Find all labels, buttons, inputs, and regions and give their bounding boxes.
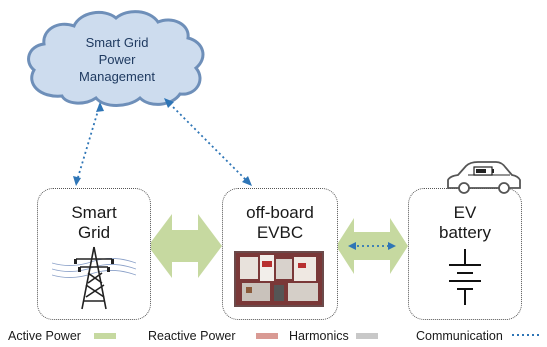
smart-grid-label-line2: Grid (77, 223, 111, 242)
smart-grid-label-line1: Smart (71, 203, 117, 222)
power-tower-icon (52, 246, 136, 310)
evbc-label-line2: EVBC (256, 223, 304, 242)
evbc-box: off-board EVBC (222, 188, 338, 320)
car-icon (447, 161, 521, 194)
legend-active-power-label: Active Power (8, 329, 81, 343)
communication-links (75, 99, 251, 185)
charger-board-photo (234, 251, 324, 307)
ev-label-line1: EV (453, 203, 477, 222)
legend-harmonics-swatch (356, 333, 378, 339)
cloud-label-line2: Power (98, 52, 136, 67)
cloud-label: Smart Grid Power Management (52, 34, 182, 85)
legend-communication-label: Communication (416, 329, 503, 343)
battery-icon (449, 249, 481, 305)
legend-reactive-power-label: Reactive Power (148, 329, 236, 343)
smart-grid-box: Smart Grid (37, 188, 151, 320)
active-power-arrow-grid-evbc (148, 214, 222, 278)
legend-communication-swatch (512, 334, 542, 336)
legend-harmonics-label: Harmonics (289, 329, 349, 343)
legend-active-power-swatch (94, 333, 116, 339)
cloud-label-line3: Management (79, 69, 155, 84)
cloud-label-line1: Smart Grid (85, 35, 149, 50)
ev-battery-box: EV battery (408, 188, 522, 320)
evbc-label-line1: off-board (246, 203, 314, 222)
communication-link-evbc-ev (348, 242, 396, 250)
legend-reactive-power-swatch (256, 333, 278, 339)
ev-label-line2: battery (439, 223, 491, 242)
